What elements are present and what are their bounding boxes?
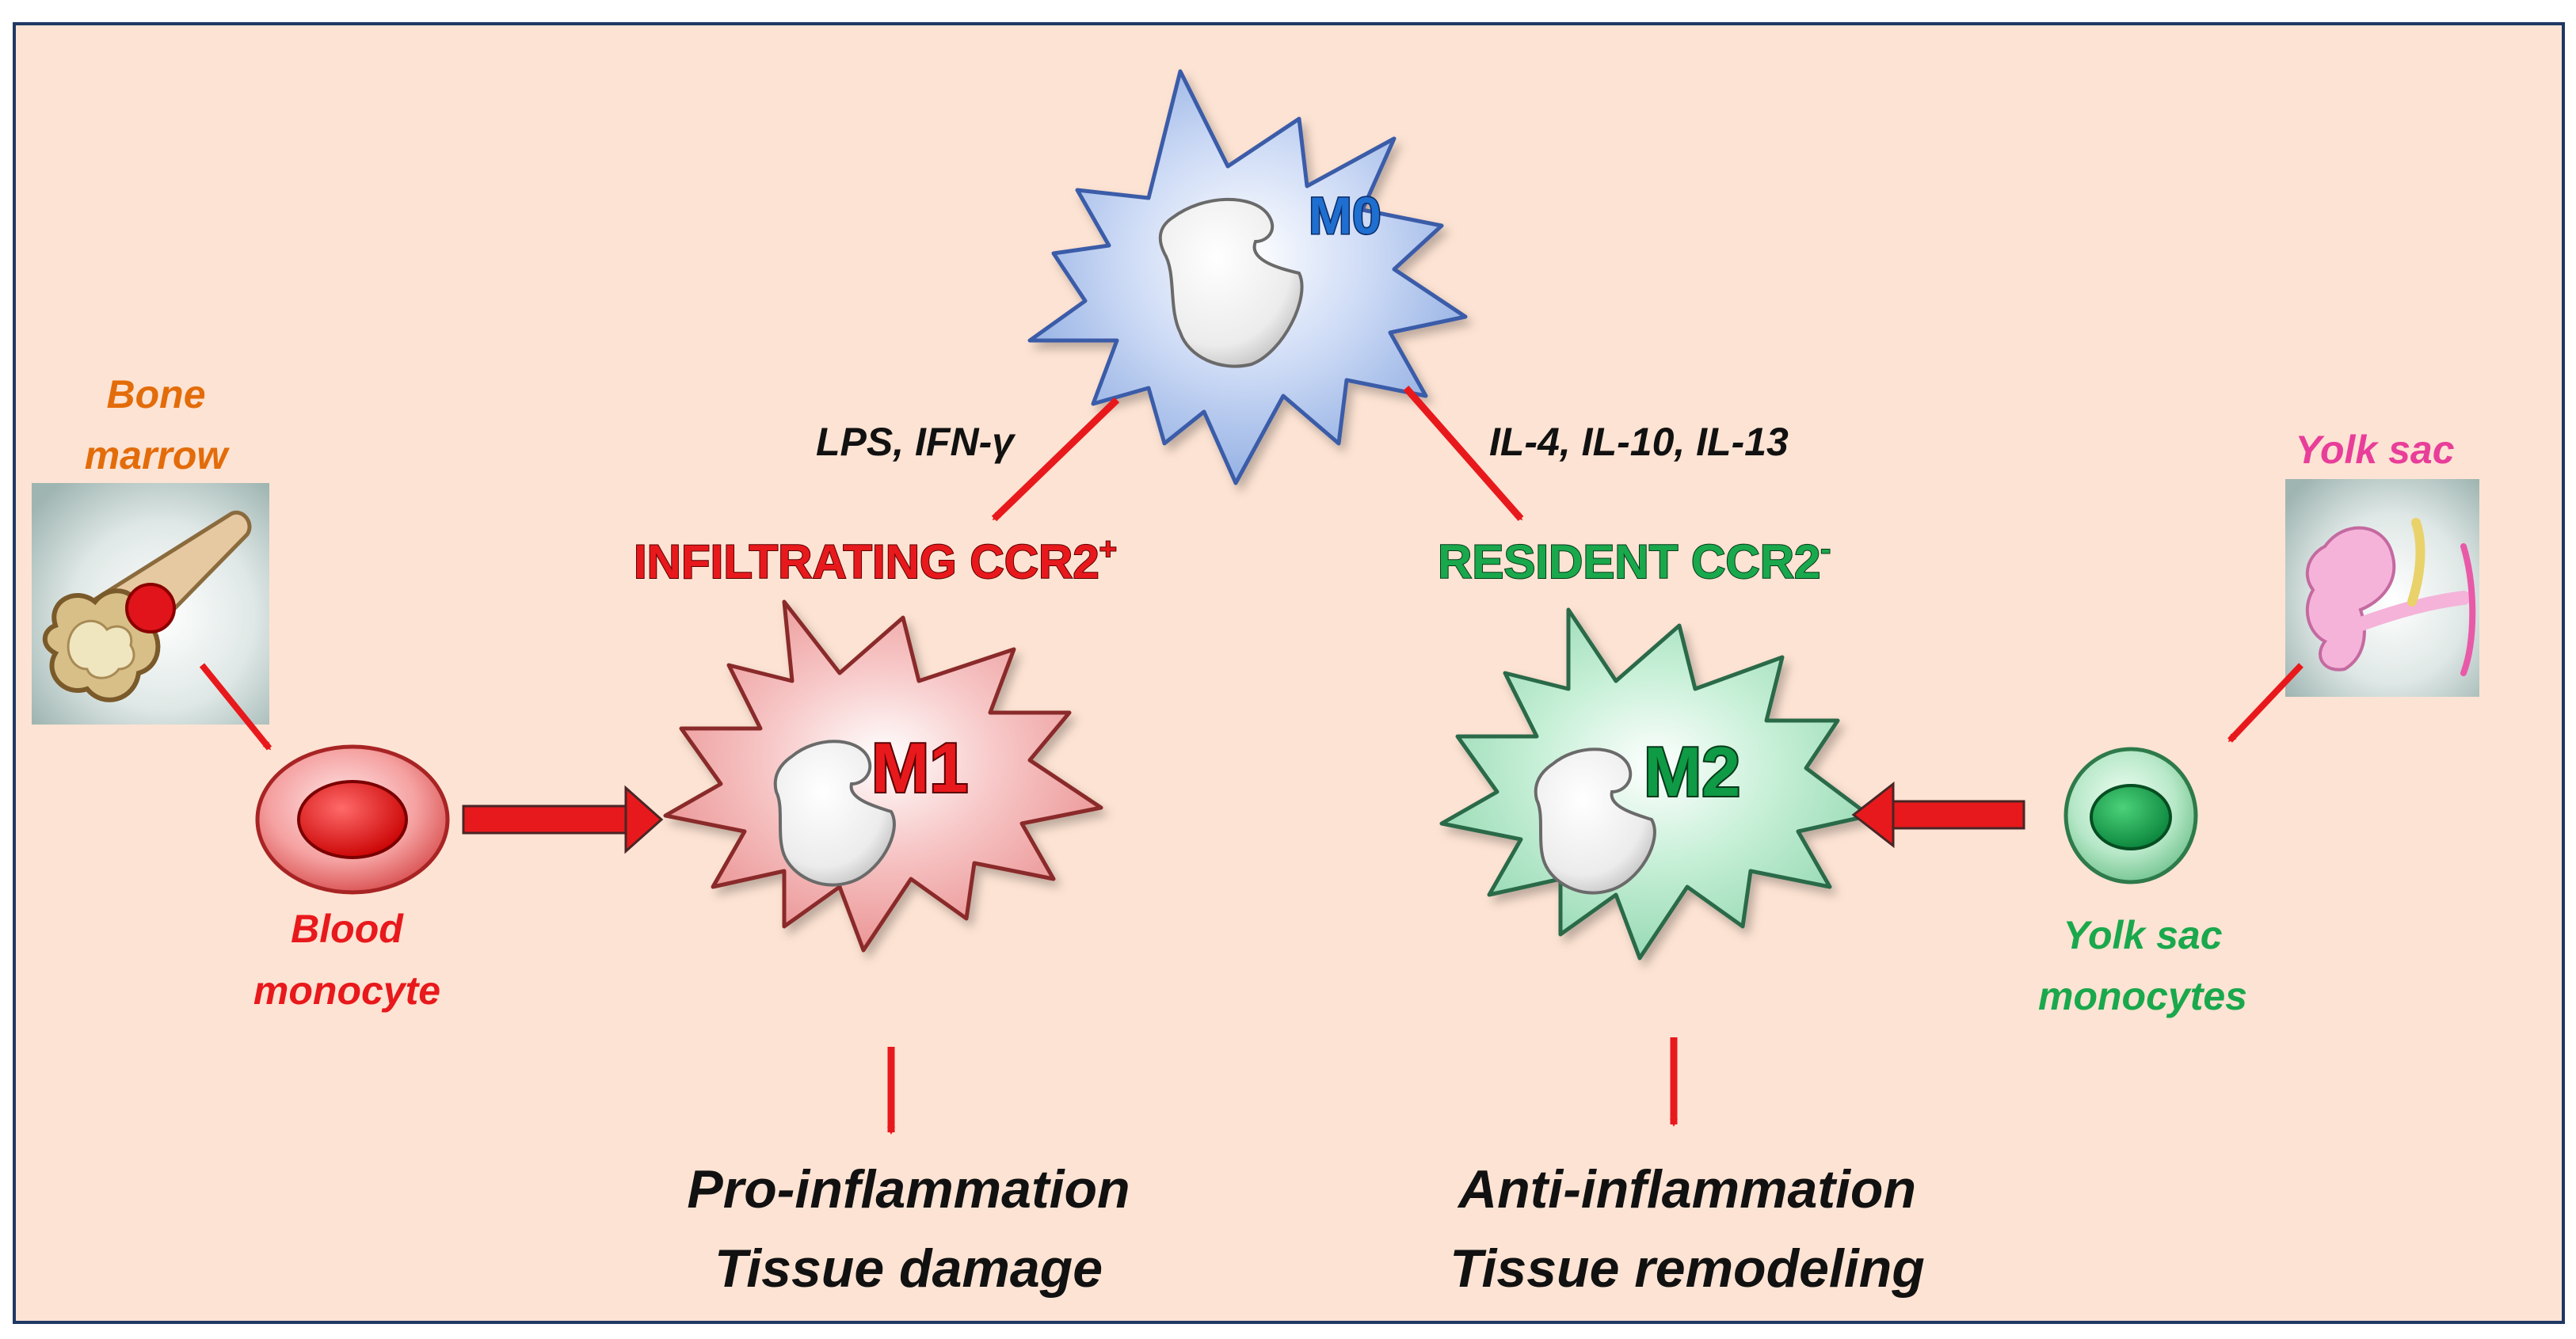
m1-label: M1 bbox=[871, 728, 968, 807]
m2-outcome-line2: Tissue remodeling bbox=[1450, 1238, 1925, 1299]
marrow-dot bbox=[125, 583, 176, 633]
embryo-icon bbox=[2305, 518, 2476, 676]
arrow-m0-to-m1 bbox=[991, 397, 1120, 522]
bone-marrow-image bbox=[32, 483, 269, 725]
resident-ccr2-sup: - bbox=[1820, 533, 1831, 566]
m2-label: M2 bbox=[1644, 732, 1740, 811]
m1-cell-body bbox=[663, 599, 1103, 953]
yolk-stalk bbox=[2407, 518, 2425, 607]
blood-monocyte-nucleus bbox=[297, 780, 408, 859]
arrow-m0-to-m2 bbox=[1403, 386, 1524, 521]
m0-macrophage bbox=[1027, 69, 1468, 485]
m0-nucleus bbox=[1158, 197, 1304, 368]
infiltrating-ccr2-sup: + bbox=[1099, 533, 1117, 566]
yolk-sac-monocyte-cell bbox=[2063, 747, 2198, 884]
yolk-sac-monocytes-label-line1: Yolk sac bbox=[2063, 913, 2222, 957]
m1-outcome-line2: Tissue damage bbox=[714, 1238, 1103, 1299]
blood-monocyte-cell bbox=[255, 744, 450, 895]
bone-marrow-label-line1: Bone bbox=[107, 372, 206, 417]
infiltrating-ccr2-text: INFILTRATING CCR2 bbox=[634, 535, 1099, 588]
arrow-bone-to-blood bbox=[199, 663, 272, 751]
signal-label-m2: IL-4, IL-10, IL-13 bbox=[1489, 420, 1789, 464]
signal-label-m1: LPS, IFN-γ bbox=[816, 420, 1016, 464]
m2-nucleus bbox=[1534, 747, 1656, 895]
m1-macrophage bbox=[663, 599, 1103, 953]
yolk-sac-monocytes-label-line2: monocytes bbox=[2038, 974, 2247, 1018]
bone-marrow-label-line2: marrow bbox=[85, 433, 231, 477]
m2-macrophage bbox=[1439, 607, 1872, 961]
infiltrating-ccr2-label: INFILTRATING CCR2+ bbox=[634, 533, 1117, 588]
yolk-sac-monocyte-nucleus bbox=[2090, 784, 2172, 850]
arrow-yolk-monocytes-to-m2 bbox=[1851, 781, 2025, 849]
blood-monocyte-label-line2: monocyte bbox=[253, 968, 440, 1013]
resident-ccr2-text: RESIDENT CCR2 bbox=[1438, 535, 1820, 588]
yolk-sac-image bbox=[2285, 479, 2479, 697]
m2-outcome-line1: Anti-inflammation bbox=[1457, 1159, 1916, 1219]
bone-icon bbox=[42, 511, 252, 702]
m0-label: M0 bbox=[1309, 186, 1381, 245]
blood-monocyte-label-line1: Blood bbox=[291, 907, 404, 951]
yolk-sac-label: Yolk sac bbox=[2295, 428, 2454, 472]
resident-ccr2-label: RESIDENT CCR2- bbox=[1438, 533, 1831, 588]
m1-nucleus bbox=[773, 740, 896, 887]
m1-outcome-line1: Pro-inflammation bbox=[687, 1159, 1130, 1219]
arrow-yolk-to-monocytes bbox=[2227, 663, 2304, 743]
arrow-blood-to-m1 bbox=[462, 785, 664, 854]
